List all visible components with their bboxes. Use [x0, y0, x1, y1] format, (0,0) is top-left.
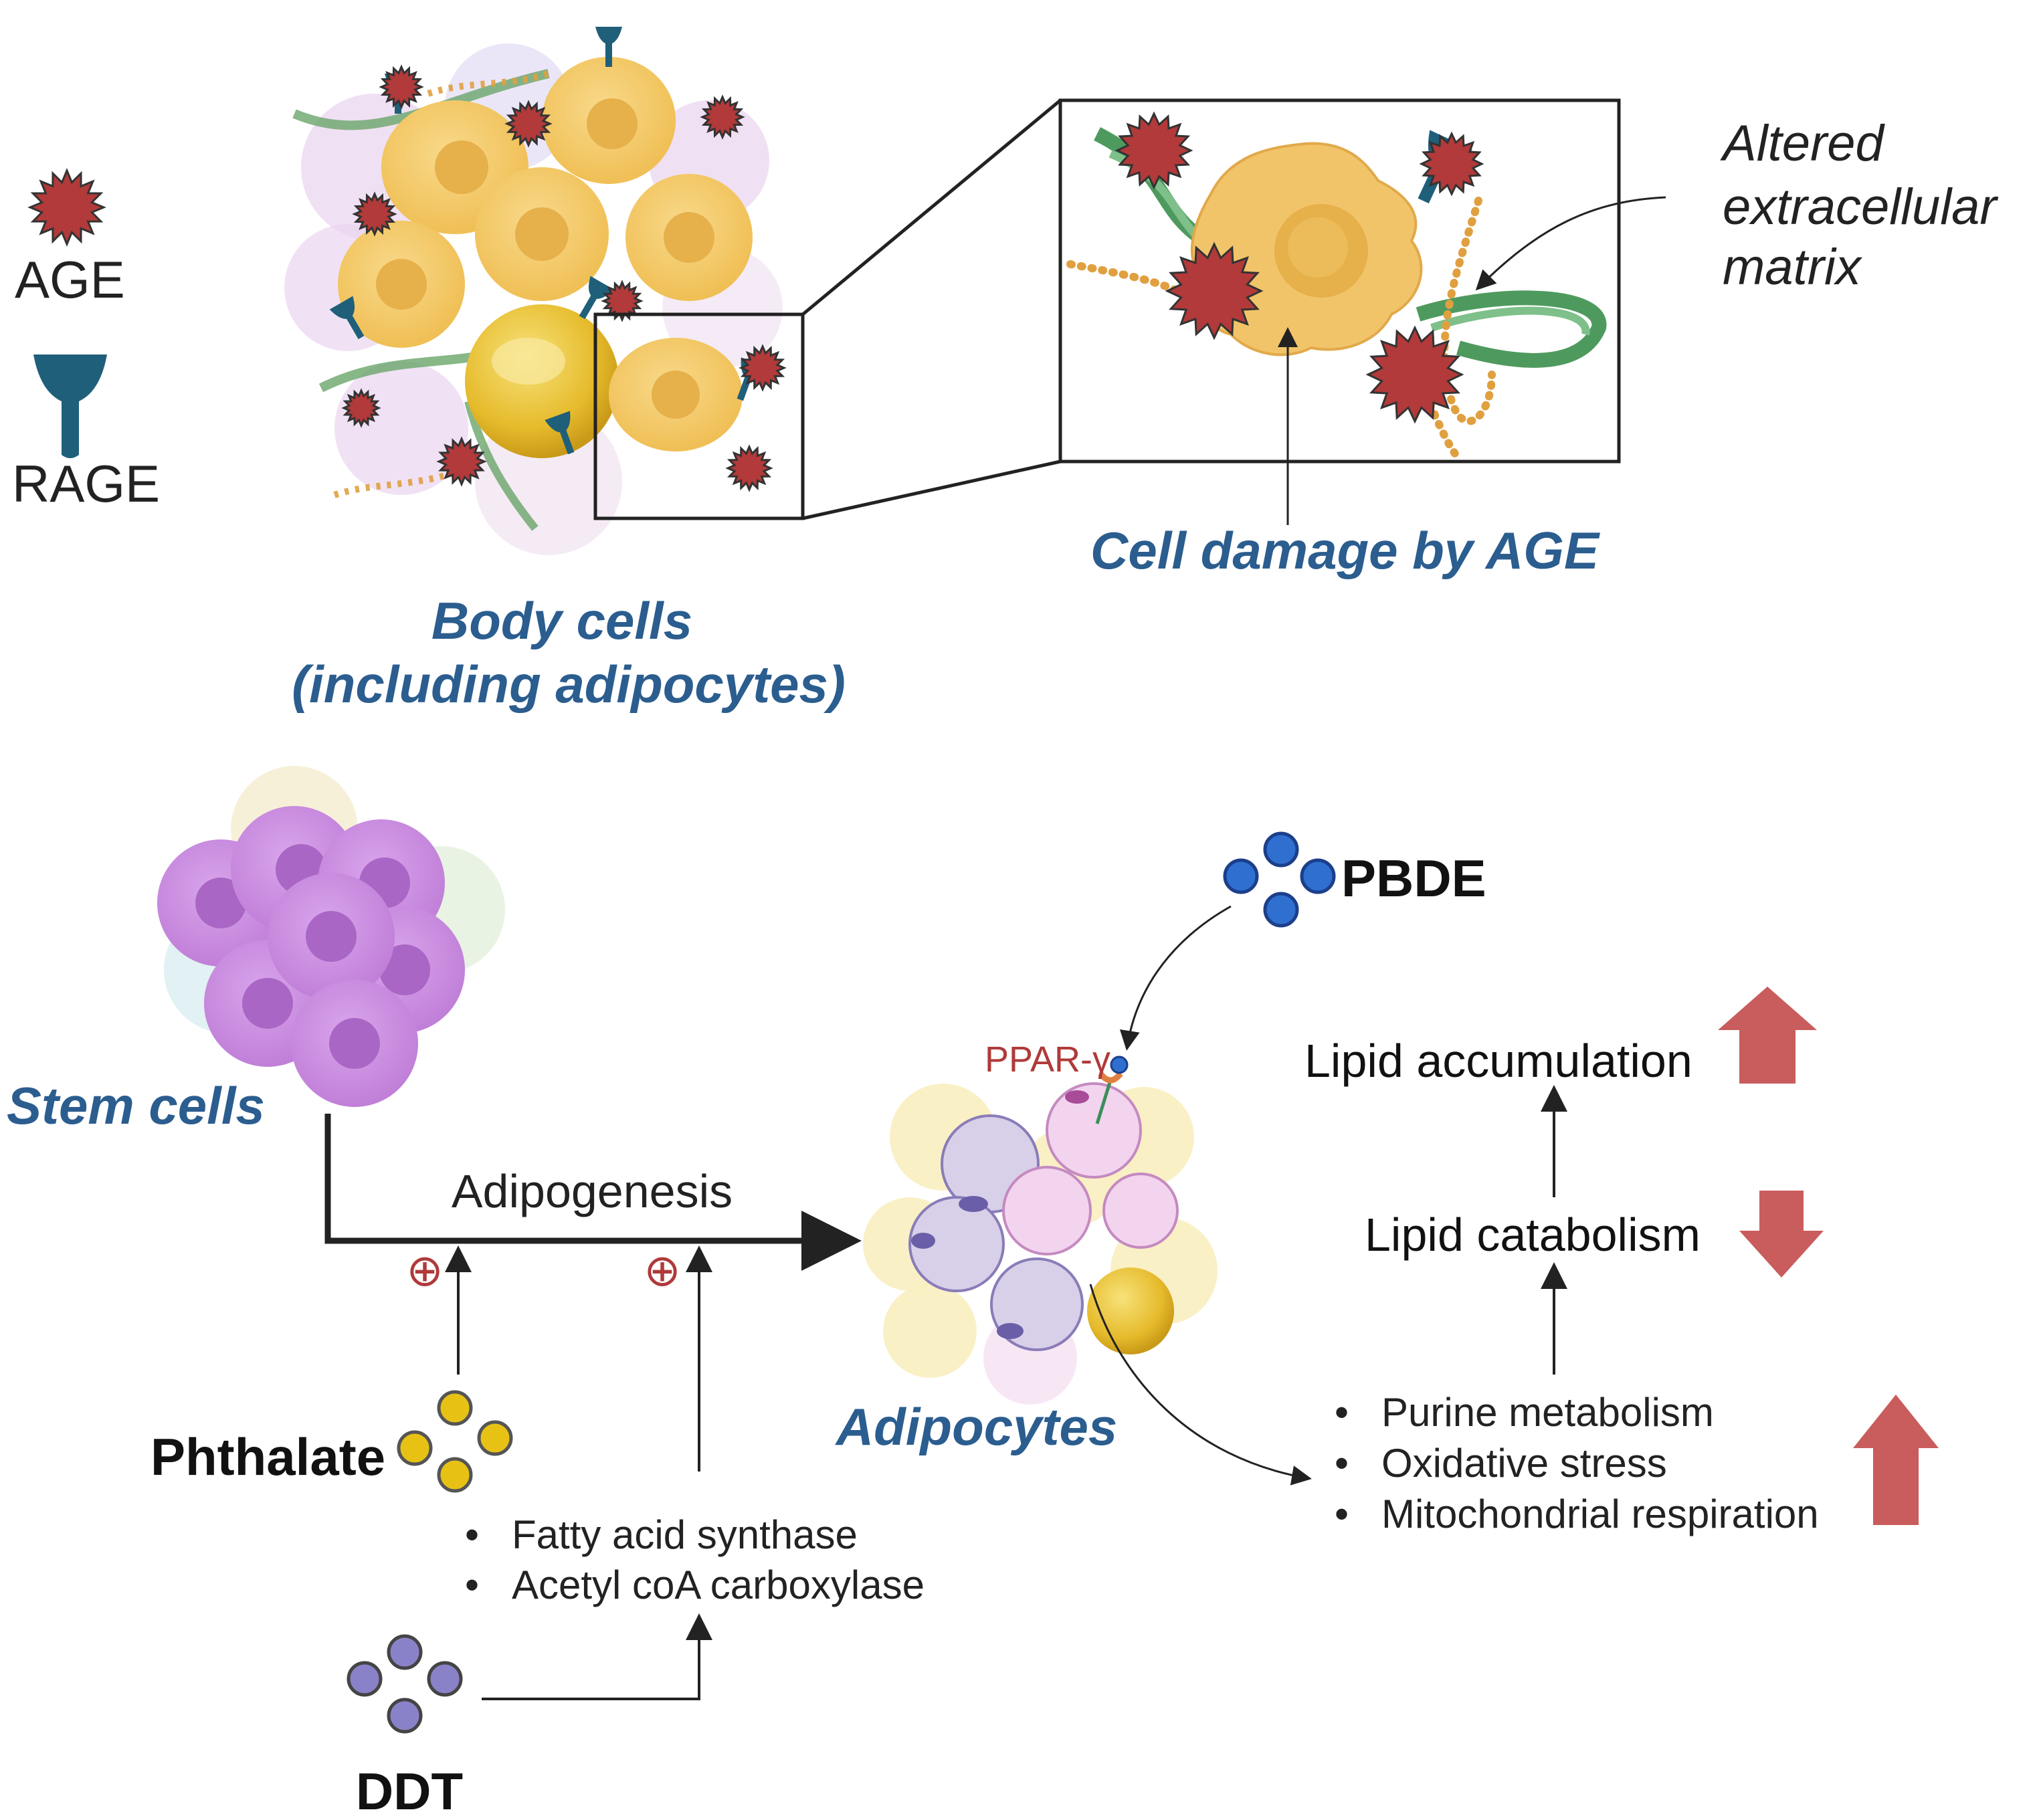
- molecule-atom: [437, 1457, 473, 1493]
- altered-label-line3: matrix: [1723, 239, 1863, 296]
- molecule-atom: [437, 1390, 473, 1426]
- enzyme-item: Fatty acid synthase: [512, 1512, 858, 1557]
- molecule-atom: [1263, 892, 1299, 928]
- plus-phthalate: ⊕: [406, 1245, 443, 1295]
- pbde-arrow: [1119, 905, 1232, 1051]
- ecm-arrow: [1475, 196, 1666, 291]
- molecule-atom: [397, 1430, 433, 1466]
- molecule-atom: [1263, 831, 1299, 868]
- bullet: •: [465, 1512, 479, 1557]
- age-icon: [27, 168, 106, 247]
- age-particle: [27, 168, 106, 247]
- age-particle: [1165, 241, 1264, 340]
- phthalate-label: Phthalate: [151, 1427, 385, 1486]
- bullet: •: [465, 1562, 479, 1607]
- zoom-source-box: [593, 312, 805, 520]
- molecule-atom: [1223, 858, 1259, 894]
- ppar-gamma-label: PPAR-γ: [985, 1039, 1110, 1080]
- increase-arrow-metabolic: [1853, 1395, 1939, 1525]
- body-cells-label-line1: Body cells: [431, 591, 692, 650]
- age-legend-label: AGE: [15, 250, 125, 309]
- body-cells-cluster: [284, 27, 805, 555]
- body-cells-label-line2: (including adipocytes): [292, 655, 846, 714]
- increase-arrow-accumulation: [1718, 987, 1817, 1084]
- plus-ddt: ⊕: [644, 1245, 680, 1295]
- stem-cells-cluster: [157, 766, 505, 1107]
- effect-item: Purine metabolism: [1381, 1390, 1714, 1435]
- altered-label-line1: Altered: [1720, 115, 1886, 172]
- molecule-atom: [427, 1661, 463, 1697]
- adipocytes-cluster: [863, 1055, 1218, 1405]
- age-particle: [601, 280, 644, 322]
- molecule-atom: [387, 1634, 423, 1670]
- lipid-catabolism-label: Lipid catabolism: [1365, 1209, 1701, 1261]
- molecule-atom: [477, 1420, 513, 1456]
- age-particle: [1419, 131, 1484, 197]
- altered-label-line2: extracellular: [1723, 179, 1998, 235]
- enzyme-item: Acetyl coA carboxylase: [512, 1562, 925, 1607]
- phthalate-molecule-icon: [397, 1390, 513, 1493]
- adipocytes-label: Adipocytes: [835, 1397, 1117, 1456]
- age-particle: [700, 94, 745, 140]
- ddt-label: DDT: [356, 1762, 463, 1820]
- pbde-molecule-icon: [1223, 831, 1336, 928]
- decrease-arrow-catabolism: [1739, 1191, 1824, 1278]
- age-particle: [352, 191, 397, 237]
- age-particle: [1365, 325, 1464, 424]
- pbde-label: PBDE: [1341, 849, 1486, 908]
- molecule-atom: [347, 1661, 383, 1697]
- age-particle: [379, 64, 424, 110]
- age-particle: [1115, 111, 1193, 190]
- rage-icon: [33, 355, 107, 458]
- adipogenesis-arrow: [324, 1114, 862, 1271]
- zoom-line-top: [801, 99, 1062, 316]
- cell-damage-label: Cell damage by AGE: [1090, 521, 1600, 580]
- bullet: •: [1335, 1390, 1349, 1435]
- lipid-accumulation-label: Lipid accumulation: [1304, 1035, 1692, 1087]
- ddt-molecule-icon: [347, 1634, 463, 1734]
- stem-cells-label: Stem cells: [7, 1076, 265, 1135]
- effect-item: Mitochondrial respiration: [1381, 1492, 1819, 1536]
- age-particle: [739, 344, 787, 392]
- age-particle: [504, 100, 553, 148]
- age-particle: [725, 444, 773, 492]
- bullet: •: [1335, 1492, 1349, 1536]
- bullet: •: [1335, 1441, 1349, 1486]
- molecule-atom: [1300, 858, 1336, 894]
- legend: AGE RAGE: [12, 168, 160, 513]
- molecule-atom: [387, 1698, 423, 1734]
- metabolic-effects-list: • Purine metabolism • Oxidative stress •…: [1335, 1390, 1819, 1536]
- age-particle: [436, 436, 487, 487]
- ddt-arrow: [482, 1613, 712, 1700]
- adipogenesis-label: Adipogenesis: [452, 1165, 733, 1217]
- effect-item: Oxidative stress: [1381, 1441, 1667, 1486]
- effects-arrow: [1089, 1284, 1312, 1486]
- zoom-line-bottom: [802, 460, 1061, 520]
- zoom-inset: [1058, 98, 1621, 464]
- enzymes-list: • Fatty acid synthase • Acetyl coA carbo…: [465, 1512, 925, 1607]
- age-particle: [341, 388, 381, 428]
- rage-legend-label: RAGE: [12, 454, 160, 513]
